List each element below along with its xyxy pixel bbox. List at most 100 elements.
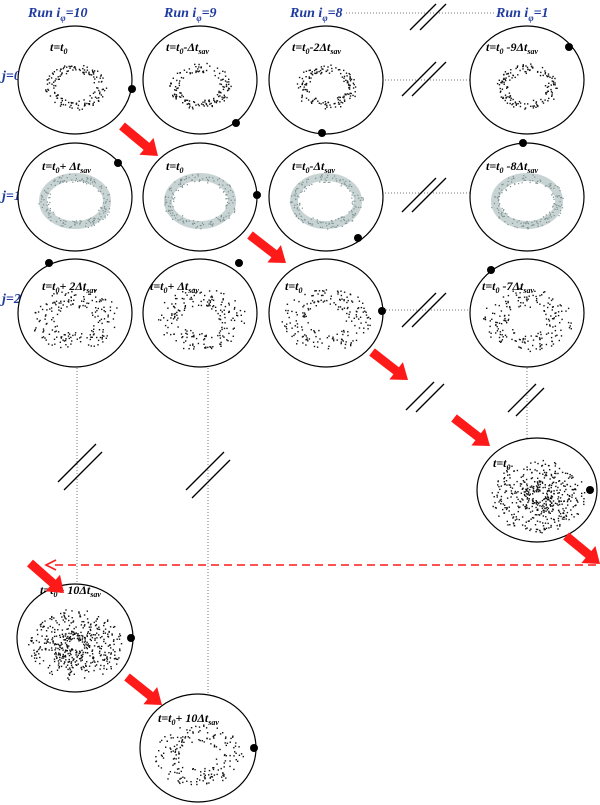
node-r10-jn: t=t0+ 10Δtsav (16, 583, 135, 693)
dotted-connectors (76, 12, 528, 708)
node-time-label: t=t0+ Δtsav (42, 159, 91, 175)
node-r9-jn: t=t0+ 10Δtsav (139, 693, 258, 803)
particle-texture (164, 173, 236, 230)
node-r10-j1: t=t0+ Δtsav (17, 142, 133, 252)
header-sub: φ (322, 13, 327, 23)
header-suffix: =10 (66, 6, 88, 21)
column-header-run-10: Run iφ=10 (27, 6, 88, 23)
position-marker-dot (253, 191, 261, 199)
node-r9-j0: t=t0-Δtsav (142, 25, 258, 135)
node-r8-j2: t=t0 (268, 258, 386, 368)
header-text: Run i (27, 6, 60, 21)
particle-texture (28, 609, 123, 681)
node-ellipse (268, 25, 384, 135)
break-mark-col10 (57, 443, 103, 491)
header-sub: φ (528, 13, 533, 23)
header-sub: φ (196, 13, 201, 23)
node-time-label: t=t0 (285, 279, 303, 295)
position-marker-dot (114, 159, 122, 167)
header-suffix: =9 (202, 6, 217, 21)
position-marker-dot (487, 266, 495, 274)
soft-ring (491, 173, 563, 229)
position-marker-dot (232, 119, 240, 127)
row-label-j1: j=1 (0, 189, 21, 204)
header-text: Run i (495, 6, 528, 21)
particle-texture (296, 64, 357, 110)
node-ellipse (16, 583, 134, 693)
header-suffix: =8 (328, 6, 343, 21)
red-transition-arrow (247, 231, 286, 263)
red-transition-arrow (563, 532, 600, 564)
header-sub: φ (60, 13, 65, 23)
position-marker-dot (235, 259, 243, 267)
break-mark-row2 (401, 292, 447, 328)
node-r1-jn: t=t0 (476, 437, 598, 543)
particle-texture (45, 65, 108, 111)
position-marker-dot (127, 634, 135, 642)
node-ellipse (142, 25, 258, 135)
particle-texture (483, 288, 572, 353)
node-time-label: t=t0 -7Δtsav (482, 279, 534, 295)
nodes-layer: t=t0 t=t0-Δtsav t=t0-2Δtsav t=t0 -9Δtsav t=t… (16, 25, 598, 803)
node-r9-j1: t=t0 (142, 142, 261, 252)
particle-texture (38, 173, 111, 229)
column-header-run-8: Run iφ=8 (289, 6, 343, 23)
node-ellipse (469, 25, 585, 135)
transition-arrows (27, 122, 600, 705)
header-suffix: =1 (534, 6, 549, 21)
node-time-label: t=t0 (50, 40, 68, 56)
red-transition-arrow (451, 414, 490, 446)
break-mark-header (409, 3, 447, 31)
column-header-run-1: Run iφ=1 (495, 6, 549, 23)
node-time-label: t=t0+ Δtsav (150, 279, 199, 295)
break-mark-row0 (401, 61, 447, 97)
node-ellipse (142, 258, 258, 368)
node-r1-j0: t=t0 -9Δtsav (469, 25, 585, 135)
header-text: Run i (289, 6, 322, 21)
position-marker-dot (45, 259, 53, 267)
particle-texture (169, 62, 232, 110)
node-r8-j1: t=t0-Δtsav (268, 142, 384, 252)
soft-ring (290, 173, 362, 229)
red-transition-arrow (27, 559, 64, 593)
node-ellipse (268, 142, 384, 252)
particle-texture (491, 459, 586, 534)
break-mark-row1 (401, 177, 447, 213)
position-marker-dot (318, 129, 326, 137)
column-header-run-9: Run iφ=9 (163, 6, 217, 23)
node-r1-j1: t=t0 -8Δtsav (469, 139, 585, 252)
node-time-label: t=t0 -8Δtsav (486, 159, 538, 175)
node-time-label: t=t0+ 10Δtsav (158, 711, 219, 727)
red-transition-arrow (119, 122, 158, 156)
red-transition-arrow (124, 673, 162, 705)
break-marks (57, 3, 545, 499)
node-ellipse (469, 258, 585, 368)
node-ellipse (17, 142, 133, 252)
position-marker-dot (128, 85, 136, 93)
position-marker-dot (519, 139, 527, 147)
particle-texture (496, 63, 558, 110)
particle-texture (491, 173, 564, 230)
particle-texture (158, 288, 246, 350)
row-label-j2: j=2 (0, 292, 21, 307)
position-marker-dot (586, 486, 594, 494)
node-time-label: t=t0-2Δtsav (292, 40, 341, 56)
node-time-label: t=t0 (166, 159, 184, 175)
node-ellipse (142, 142, 258, 252)
position-marker-dot (354, 234, 362, 242)
header-text: Run i (163, 6, 196, 21)
position-marker-dot (565, 43, 573, 51)
particle-texture (34, 289, 118, 349)
particle-texture (155, 724, 244, 786)
node-r10-j0: t=t0 (17, 25, 136, 135)
node-r10-j2: t=t0+ 2Δtsav (17, 258, 133, 368)
break-mark-diagonal (405, 381, 445, 413)
node-time-label: t=t0-Δtsav (166, 40, 209, 56)
node-ellipse (17, 25, 133, 135)
node-time-label: t=t0+ 2Δtsav (42, 279, 97, 295)
break-mark-col9 (185, 451, 231, 499)
node-r9-j2: t=t0+ Δtsav (142, 258, 258, 368)
dashed-return-arrow (44, 559, 596, 571)
position-marker-dot (378, 307, 386, 315)
